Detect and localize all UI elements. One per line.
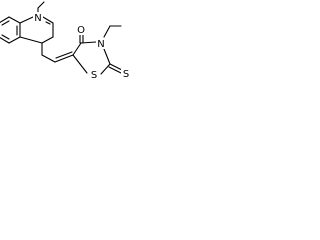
quinoline-ring-bonds xyxy=(0,16,54,44)
atom-n3-thiazolidine: N xyxy=(96,38,106,50)
svg-text:N: N xyxy=(97,39,104,50)
thiazolidine-ring-bonds xyxy=(72,33,123,75)
atom-s1-ring: S xyxy=(89,69,99,81)
svg-text:S: S xyxy=(123,69,129,80)
atom-n1-quinoline: N xyxy=(33,12,43,24)
atom-s2-thione: S xyxy=(121,68,131,80)
svg-text:S: S xyxy=(91,70,97,81)
svg-text:O: O xyxy=(77,25,85,36)
svg-text:N: N xyxy=(34,13,41,24)
linker-bonds xyxy=(41,42,74,63)
chemical-structure: N N O S S xyxy=(0,1,131,81)
n-ethyl-thiazolidine xyxy=(103,25,122,38)
atom-o4-carbonyl: O xyxy=(76,24,86,36)
